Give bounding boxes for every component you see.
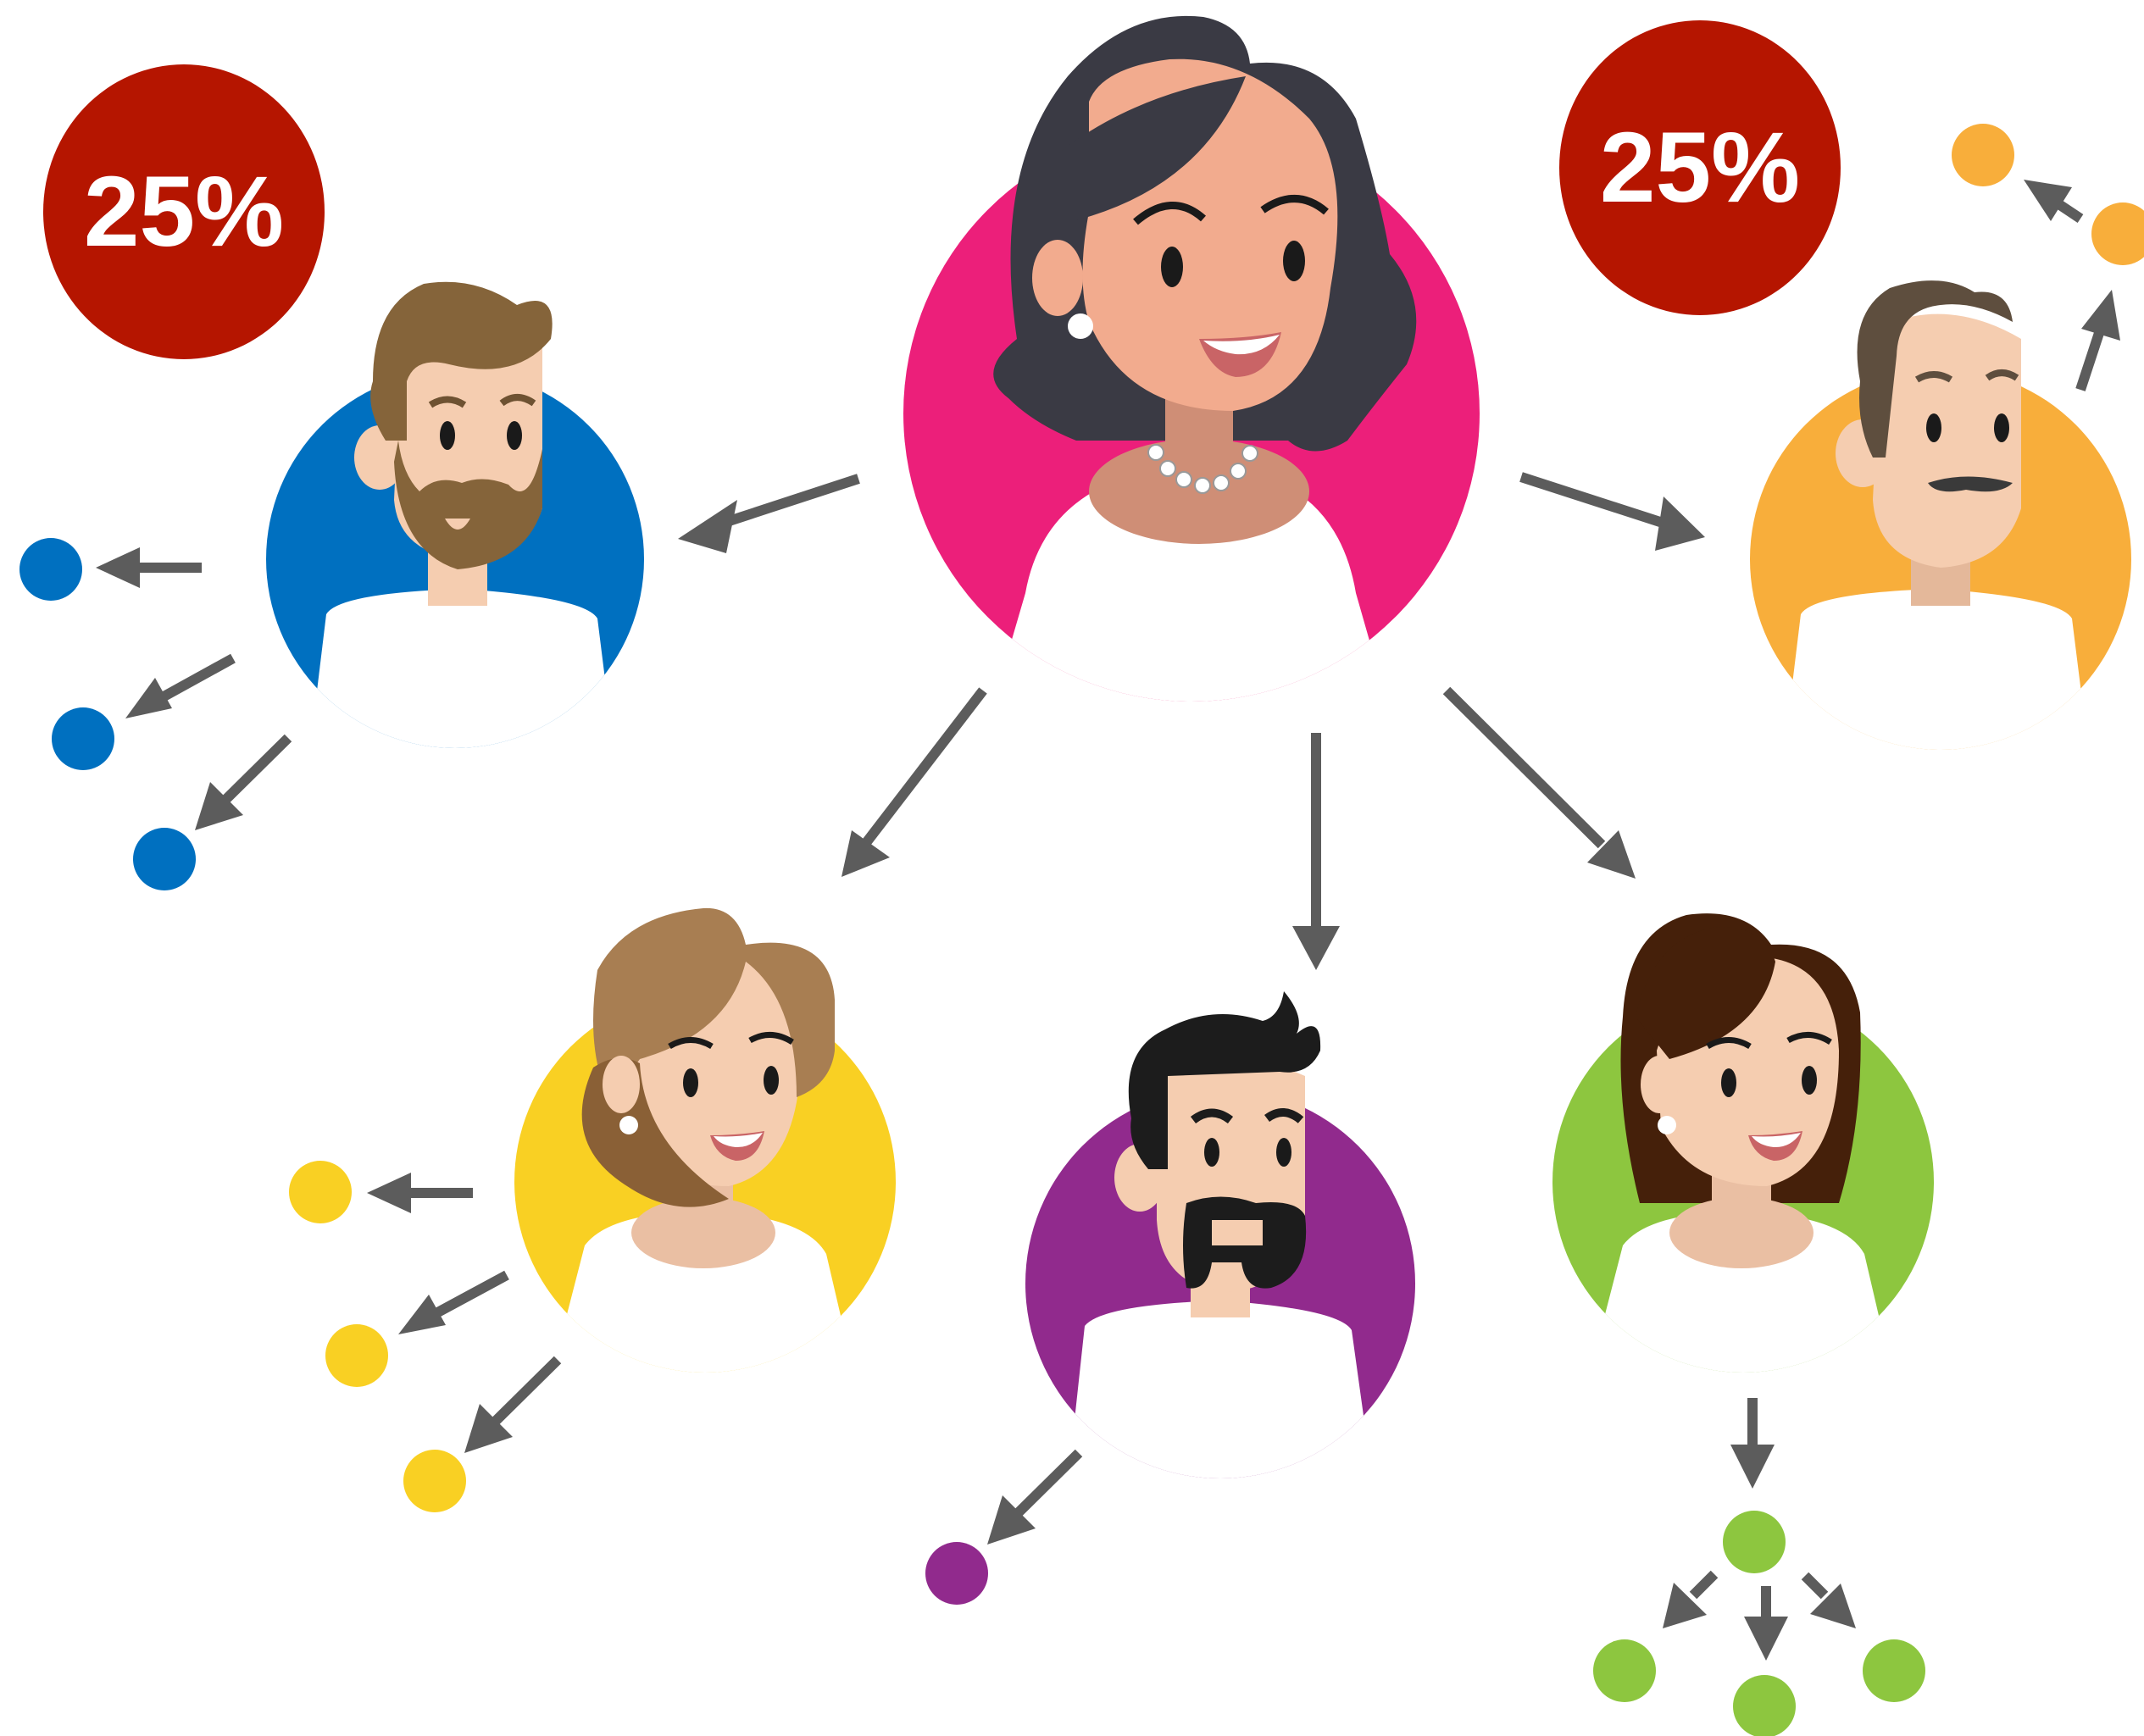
- arrow-green-sub-3: [1801, 1572, 1856, 1628]
- green-dot: [1863, 1639, 1925, 1702]
- yellow-person-avatar: [514, 907, 896, 1373]
- yellow-dot: [403, 1450, 466, 1512]
- arrow-blue-to-dot-2: [125, 653, 236, 718]
- green-dot: [1733, 1675, 1796, 1736]
- arrow-yellow-to-dot-2: [398, 1270, 509, 1334]
- orange-person-avatar: [1750, 280, 2131, 750]
- blue-dot: [19, 538, 82, 601]
- percentage-label: 25%: [1600, 112, 1800, 224]
- green-dot: [1723, 1511, 1786, 1573]
- arrow-orange-to-dot-2: [2024, 180, 2084, 223]
- percentage-badge-left: 25%: [43, 64, 325, 359]
- yellow-dot: [325, 1324, 388, 1387]
- arrow-purple-to-dot: [987, 1449, 1083, 1545]
- arrow-green-to-dot: [1730, 1398, 1775, 1489]
- connector-arrows: [96, 180, 2120, 1661]
- orange-dot: [2091, 202, 2144, 265]
- arrow-green-sub-1: [1663, 1570, 1719, 1628]
- arrow-yellow-to-dot-3: [464, 1356, 562, 1453]
- output-dots: [19, 124, 2144, 1736]
- arrow-blue-to-dot-1: [96, 547, 202, 588]
- arrow-central-to-yellow: [841, 687, 987, 877]
- purple-dot: [925, 1542, 988, 1605]
- purple-person-avatar: [1025, 991, 1415, 1478]
- arrow-central-to-orange: [1519, 472, 1705, 551]
- arrow-central-to-green: [1442, 686, 1636, 879]
- blue-dot: [52, 707, 114, 770]
- green-person-avatar: [1552, 913, 1934, 1373]
- yellow-dot: [289, 1161, 352, 1223]
- orange-dot: [1952, 124, 2014, 186]
- arrow-yellow-to-dot-1: [367, 1173, 473, 1213]
- green-dot: [1593, 1639, 1656, 1702]
- blue-dot: [133, 828, 196, 890]
- arrow-central-to-blue: [678, 474, 860, 553]
- percentage-badge-right: 25%: [1559, 20, 1841, 315]
- central-person-avatar: [903, 15, 1480, 702]
- percentage-label: 25%: [84, 156, 284, 268]
- arrow-central-to-purple: [1292, 733, 1340, 970]
- arrow-blue-to-dot-3: [195, 734, 292, 830]
- arrow-green-sub-2: [1744, 1586, 1788, 1661]
- blue-person-avatar: [266, 281, 644, 748]
- arrow-orange-to-dot-1: [2075, 290, 2120, 391]
